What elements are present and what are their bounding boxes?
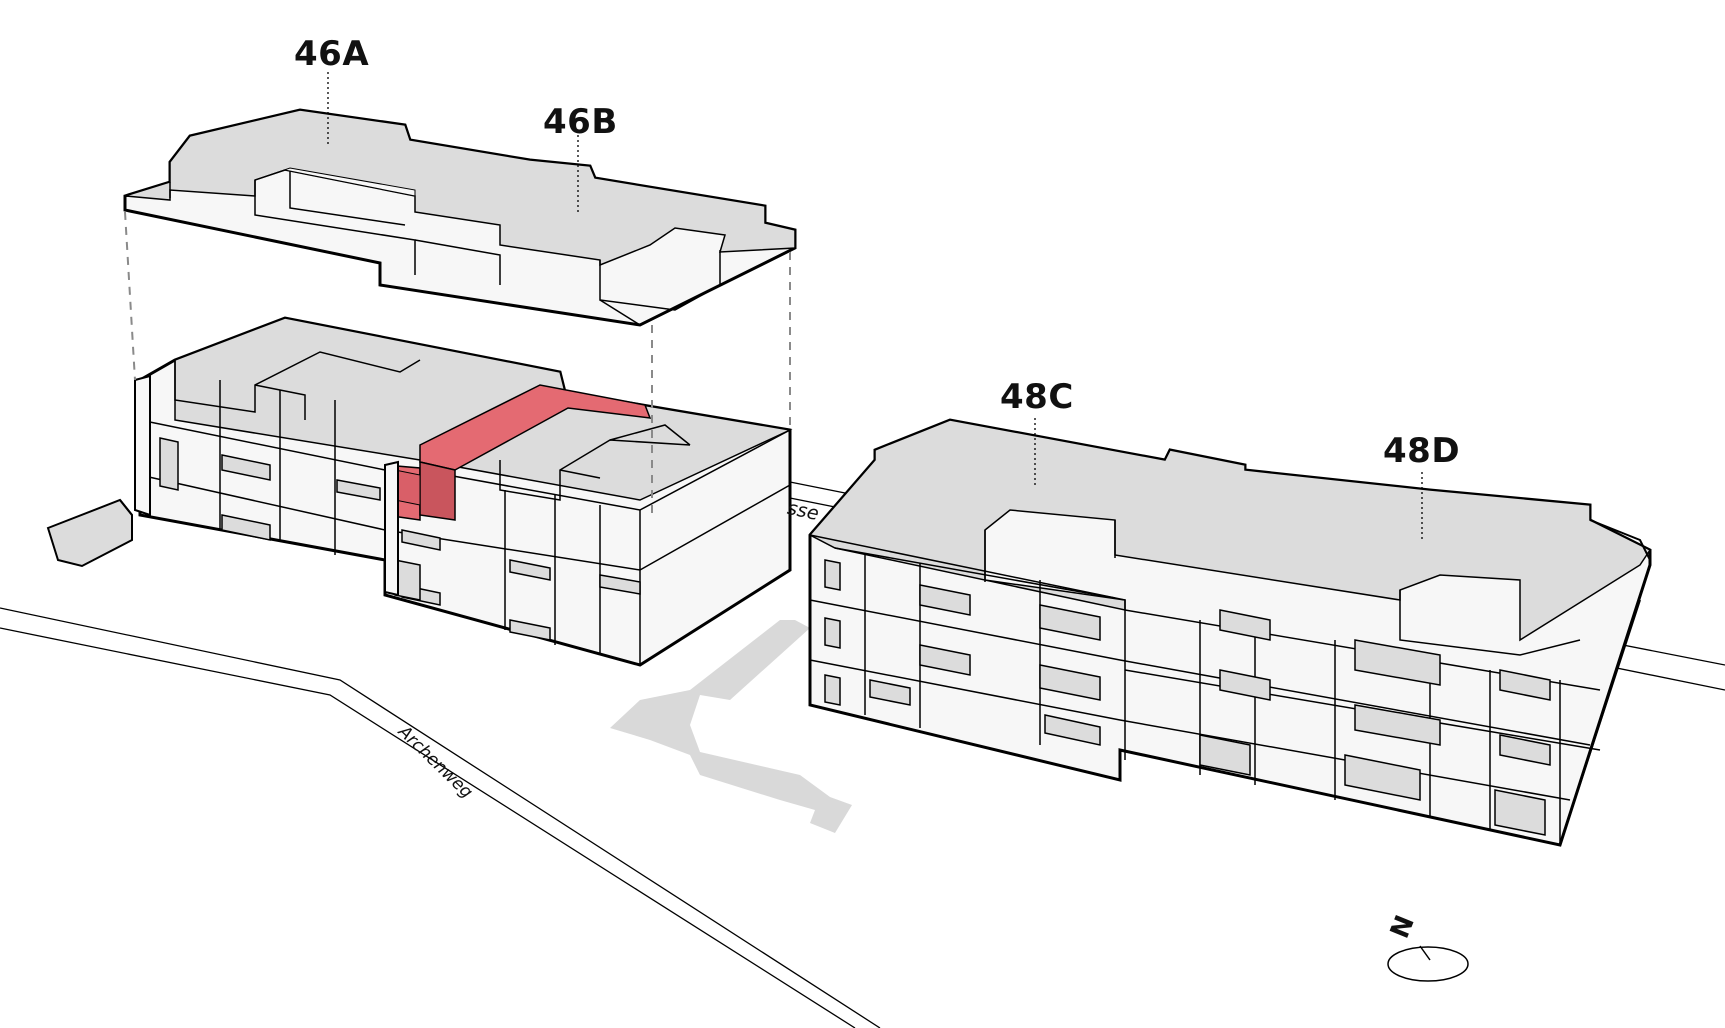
building-46-top-floor <box>123 108 797 327</box>
north-needle-icon <box>1419 945 1431 961</box>
building-46-lower <box>134 316 793 667</box>
label-46a: 46A <box>294 34 370 74</box>
label-48d: 48D <box>1383 431 1461 471</box>
leader-lines <box>327 72 1423 540</box>
alignment-guides <box>124 211 791 520</box>
footpath <box>610 620 852 833</box>
ground-wall-element <box>46 498 133 568</box>
building-48 <box>808 418 1652 847</box>
label-48c: 48C <box>1000 377 1074 417</box>
label-46b: 46B <box>543 102 618 142</box>
north-compass-circle <box>1387 946 1469 982</box>
